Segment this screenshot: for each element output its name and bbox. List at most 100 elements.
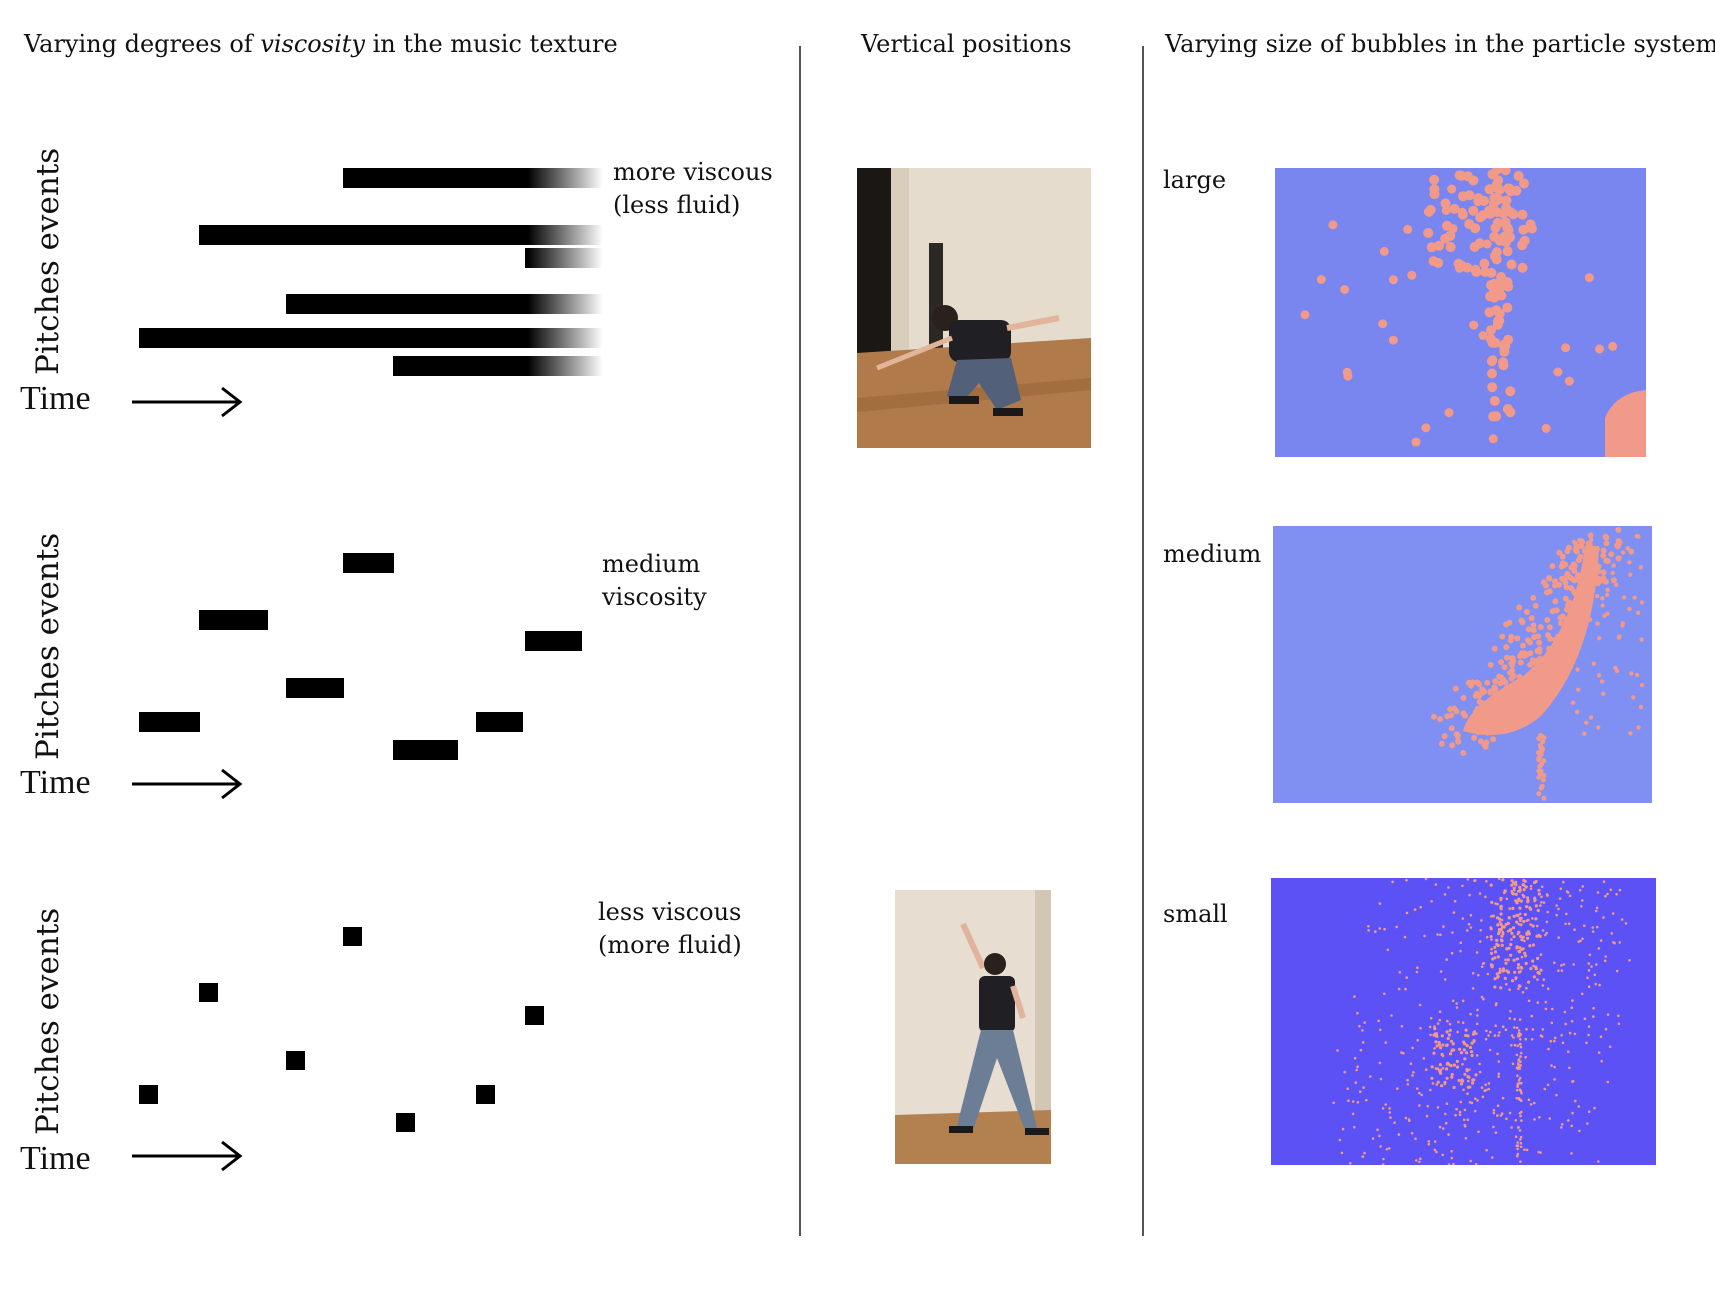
particle (1432, 1051, 1436, 1055)
particle (1457, 1020, 1460, 1024)
column-divider-1 (799, 46, 801, 1236)
particle (1495, 938, 1499, 942)
particle (1518, 984, 1522, 988)
particle (1444, 1067, 1449, 1071)
particle (1493, 985, 1497, 989)
particle (1517, 1058, 1521, 1061)
particle (1600, 552, 1607, 559)
particle (1585, 596, 1592, 603)
particle (1593, 973, 1597, 977)
particle (1518, 1042, 1522, 1046)
particle (1476, 1014, 1479, 1017)
particle (1449, 742, 1456, 749)
particle (1461, 1062, 1464, 1066)
particle (1592, 1006, 1595, 1010)
particle (1436, 1022, 1440, 1025)
particle (1433, 1032, 1437, 1036)
particle (1466, 1092, 1469, 1095)
particle (1492, 1108, 1496, 1112)
particle (1469, 913, 1473, 917)
particle (1617, 1022, 1621, 1026)
particle (1595, 925, 1599, 929)
particle (1529, 923, 1532, 926)
particle (1487, 1087, 1490, 1091)
particle (1544, 589, 1550, 596)
particle (1516, 963, 1521, 967)
particle (1348, 1161, 1352, 1165)
particle (1529, 907, 1533, 911)
particle (1475, 1032, 1478, 1035)
particle (1460, 694, 1467, 701)
particle (1441, 733, 1448, 740)
particle (1361, 1155, 1365, 1158)
particle (1638, 565, 1643, 570)
particle-panel-small (1271, 878, 1656, 1165)
particle (1439, 970, 1443, 973)
particle (1518, 224, 1529, 235)
particle (1605, 592, 1610, 597)
particle (1474, 238, 1485, 249)
particle (1563, 584, 1570, 591)
particle (1515, 920, 1519, 924)
particle (1455, 1065, 1460, 1069)
particle (1383, 992, 1386, 996)
particle (1499, 986, 1503, 990)
particle (1525, 1148, 1529, 1152)
particle (1596, 575, 1601, 581)
particle (1500, 925, 1505, 929)
particle (1452, 1162, 1455, 1165)
particle (1631, 695, 1636, 700)
particle (1520, 1119, 1523, 1122)
particle (1519, 1099, 1523, 1102)
particle (1474, 705, 1481, 712)
particle (1573, 619, 1580, 626)
particle (1434, 1040, 1438, 1044)
particle (1514, 892, 1518, 896)
particle (1593, 546, 1600, 553)
particle (1493, 950, 1498, 954)
particle (1419, 1157, 1422, 1160)
particle (1379, 1077, 1383, 1081)
particle (1430, 900, 1433, 903)
particle (1510, 879, 1514, 883)
note-bar (343, 168, 603, 188)
particle (1459, 949, 1462, 953)
particle (1522, 888, 1526, 892)
particle (1379, 1145, 1382, 1148)
particle (1480, 995, 1484, 999)
note-bar (139, 712, 200, 732)
particle (1521, 652, 1528, 659)
particle (1511, 892, 1515, 896)
particle (1567, 1119, 1570, 1122)
particle-panel-large (1275, 168, 1646, 457)
particle (1481, 962, 1485, 965)
particle (1582, 731, 1587, 736)
particle (1358, 1024, 1361, 1028)
particle (1536, 956, 1540, 960)
particle (1602, 916, 1605, 919)
particle (1585, 1041, 1588, 1045)
particle (1500, 217, 1511, 228)
particle (1466, 1085, 1470, 1089)
particle (1464, 1137, 1468, 1140)
particle (1424, 878, 1428, 881)
particle (1503, 644, 1510, 651)
particle (1489, 915, 1493, 918)
particle (1471, 1081, 1475, 1085)
particle (1515, 1088, 1519, 1092)
particle (1589, 537, 1594, 542)
particle (1450, 951, 1454, 955)
particle (1513, 1017, 1516, 1021)
note-dot (199, 983, 218, 1002)
note-dot (286, 1051, 305, 1070)
particle (1537, 624, 1544, 631)
particle (1411, 1046, 1414, 1050)
particle (1533, 1101, 1536, 1105)
particle (1608, 551, 1615, 558)
particle (1490, 938, 1493, 941)
particle (1541, 1028, 1545, 1031)
particle (1614, 582, 1619, 587)
particle (1553, 607, 1560, 614)
particle (1515, 1066, 1519, 1069)
particle (1520, 642, 1526, 649)
